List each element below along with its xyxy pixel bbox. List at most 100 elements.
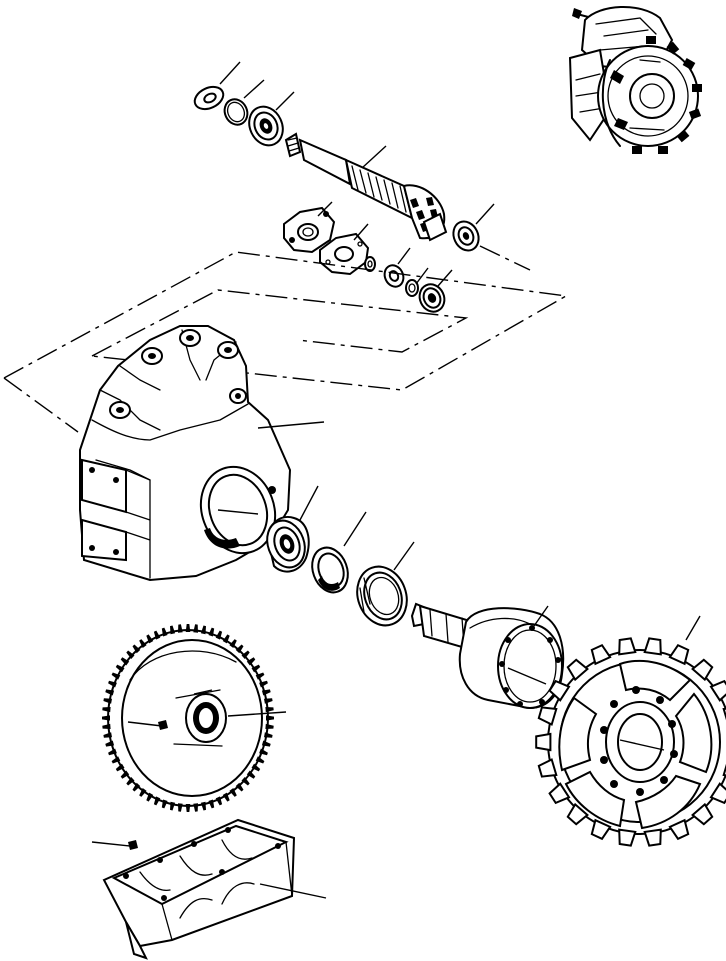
bull-gear-tooth — [200, 625, 206, 635]
bull-gear-tooth — [108, 748, 117, 756]
bull-gear-tooth — [241, 650, 250, 659]
seal-ring — [356, 541, 415, 627]
bull-gear-tooth — [246, 770, 256, 779]
bull-gear-tooth — [139, 788, 147, 797]
sprocket-tooth — [535, 732, 552, 752]
bull-gear-tooth — [185, 804, 191, 812]
bull-gear-tooth — [193, 803, 198, 812]
bull-gear-tooth — [229, 788, 237, 797]
bull-gear-tooth — [255, 756, 265, 764]
sprocket-teeth — [535, 637, 726, 847]
sprocket-tooth — [548, 679, 571, 702]
bull-gear-tooth — [215, 796, 223, 806]
bull-gear-tooth — [241, 777, 250, 786]
bull-gear-tooth — [146, 792, 154, 802]
bull-gear-tooth — [208, 799, 215, 809]
sprocket-tooth — [709, 782, 726, 805]
bull-gear-tooth — [255, 672, 265, 680]
bull-gear-tooth — [261, 740, 271, 747]
sprocket-tooth — [691, 802, 714, 826]
sprocket-tooth — [590, 818, 612, 841]
bull-gear-tooth — [153, 630, 161, 640]
bull-gear-tooth — [105, 740, 115, 747]
bull-gear-tooth — [139, 639, 147, 648]
bull-gear-tooth — [102, 723, 111, 729]
bull-gear-tooth — [235, 644, 244, 654]
bull-gear-tooth — [115, 664, 125, 673]
alignment-lines — [3, 245, 569, 433]
bull-gear-tooth — [251, 664, 261, 673]
bull-gear — [102, 624, 287, 812]
bull-gear-tooth — [193, 624, 198, 633]
bull-gear-tooth — [251, 763, 261, 772]
sprocket-tooth — [566, 658, 589, 682]
bull-gear-tooth — [265, 707, 274, 713]
sprocket-tooth — [709, 679, 726, 702]
bull-gear-tooth — [115, 763, 125, 772]
bull-gear-tooth — [103, 698, 112, 704]
drain-plug-gear — [127, 720, 168, 730]
bull-gear-tooth — [103, 732, 112, 738]
drain-plug-pan — [91, 840, 138, 850]
bull-gear-tooth — [261, 689, 271, 696]
sprocket-tooth — [668, 643, 690, 666]
bull-gear-tooth — [259, 680, 268, 688]
bull-gear-tooth — [126, 650, 135, 659]
sprocket-tooth — [668, 818, 690, 841]
bull-gear-tooth — [229, 639, 237, 648]
sprocket-tooth — [643, 828, 662, 847]
bull-gear-tooth — [265, 723, 274, 729]
sprocket-tooth — [590, 643, 612, 666]
sprocket-tooth — [722, 763, 726, 777]
bull-gear-tooth — [111, 756, 121, 764]
bull-gear-teeth — [102, 624, 274, 812]
hub-shaft — [410, 602, 565, 710]
sprocket-tooth — [618, 828, 637, 847]
bull-gear-tooth — [132, 782, 141, 792]
bull-gear-tooth — [266, 715, 274, 721]
bull-gear-tooth — [170, 625, 176, 635]
bull-gear-tooth — [126, 777, 135, 786]
bull-gear-tooth — [108, 680, 117, 688]
hub-bearing-cone — [266, 485, 319, 573]
oil-pan — [102, 818, 327, 960]
bull-gear-tooth — [132, 644, 141, 654]
pinion-shaft — [284, 132, 448, 242]
final-drive-housing — [79, 325, 325, 582]
sprocket-tooth — [618, 637, 637, 656]
sprocket-tooth — [548, 782, 571, 805]
bull-gear-tooth — [264, 732, 273, 738]
bull-gear-tooth — [264, 698, 273, 704]
bull-gear-tooth — [235, 782, 244, 792]
bull-gear-tooth — [200, 801, 206, 811]
thrust-washer — [193, 61, 241, 111]
bull-gear-tooth — [215, 630, 223, 640]
bull-gear-tooth — [102, 707, 111, 713]
bull-gear-tooth — [153, 796, 161, 806]
bull-gear-tooth — [178, 803, 183, 812]
bull-gear-tooth — [208, 627, 215, 637]
sprocket-tooth — [643, 637, 662, 656]
bull-gear-tooth — [161, 627, 168, 637]
bull-gear-tooth — [246, 657, 256, 666]
pinion-bearing-inner — [452, 203, 495, 252]
snap-ring — [223, 79, 265, 126]
sprocket-tooth — [537, 706, 558, 726]
bull-gear-tooth — [259, 748, 268, 756]
small-bearing-set — [364, 247, 453, 313]
sprocket-tooth — [691, 658, 714, 682]
bearing-cover — [283, 201, 336, 254]
bull-gear-tooth — [146, 634, 154, 644]
bull-gear-tooth — [222, 792, 230, 802]
bull-gear-tooth — [185, 624, 191, 632]
assembly-reference-view — [568, 6, 702, 154]
bull-gear-tooth — [102, 715, 110, 721]
sprocket-tooth — [537, 758, 558, 778]
bull-gear-tooth — [161, 799, 168, 809]
pinion-bearing-outer — [248, 91, 295, 147]
bull-gear-tooth — [178, 624, 183, 633]
bull-gear-tooth — [170, 801, 176, 811]
bull-gear-tooth — [222, 634, 230, 644]
